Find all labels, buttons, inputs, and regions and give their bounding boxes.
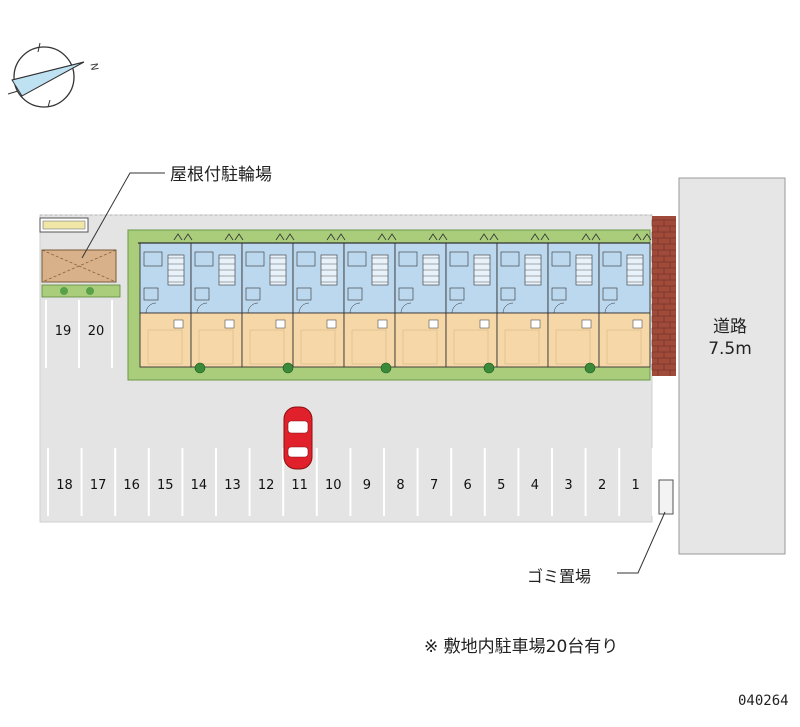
property-code: 040264 bbox=[738, 693, 789, 709]
apartment-building bbox=[127, 229, 652, 381]
road bbox=[678, 177, 786, 555]
tree-icon bbox=[483, 362, 495, 374]
parking-stall-lines bbox=[47, 448, 654, 516]
car-icon bbox=[283, 406, 313, 470]
garbage-box bbox=[658, 479, 674, 515]
parking-slot-number: 5 bbox=[497, 478, 506, 493]
bicycle-shelter bbox=[39, 217, 121, 298]
side-stall-lines bbox=[45, 300, 113, 368]
garbage-area-label: ゴミ置場 bbox=[527, 567, 592, 586]
parking-slot-number: 4 bbox=[530, 478, 540, 493]
tree-icon bbox=[380, 362, 392, 374]
parking-slot-number: 16 bbox=[123, 478, 140, 493]
tree-icon bbox=[584, 362, 596, 374]
garbage-callout-line bbox=[617, 511, 666, 574]
apartment-unit bbox=[598, 233, 652, 368]
parking-slot-number: 7 bbox=[429, 478, 439, 493]
parking-slot-number: 10 bbox=[325, 478, 342, 493]
parking-slot-number: 1 bbox=[631, 478, 640, 493]
parking-slot-number: 18 bbox=[56, 478, 73, 493]
parking-slot-number: 6 bbox=[463, 478, 472, 493]
road-label: 道路 7.5m bbox=[690, 316, 770, 360]
apartment-unit bbox=[547, 233, 601, 368]
bicycle-callout-line bbox=[81, 172, 165, 259]
parking-slot-number: 15 bbox=[157, 478, 174, 493]
apartment-unit bbox=[292, 233, 346, 368]
apartment-unit bbox=[190, 233, 244, 368]
apartment-unit bbox=[496, 233, 550, 368]
tree-icon bbox=[194, 362, 206, 374]
parking-slot-number: 14 bbox=[190, 478, 208, 493]
parking-slot-number: 11 bbox=[291, 478, 308, 493]
parking-slot-number: 19 bbox=[54, 324, 72, 339]
apartment-unit bbox=[394, 233, 448, 368]
parking-slot-number: 9 bbox=[362, 478, 372, 493]
parking-slot-number: 12 bbox=[257, 478, 275, 493]
brick-pattern bbox=[651, 219, 676, 376]
tree-icon bbox=[282, 362, 294, 374]
parking-note: ※ 敷地内駐車場20台有り bbox=[424, 637, 619, 657]
apartment-unit bbox=[139, 233, 193, 368]
parking-slot-number: 3 bbox=[564, 478, 573, 493]
parking-slot-number: 2 bbox=[597, 478, 607, 493]
north-label: N bbox=[87, 62, 99, 71]
road-name: 道路 bbox=[713, 317, 747, 337]
apartment-unit bbox=[343, 233, 397, 368]
apartment-unit bbox=[241, 233, 295, 368]
parking-slot-number: 13 bbox=[224, 478, 241, 493]
road-width: 7.5m bbox=[708, 339, 752, 359]
parking-slot-number: 17 bbox=[89, 478, 107, 493]
bicycle-parking-label: 屋根付駐輪場 bbox=[170, 165, 272, 185]
apartment-unit bbox=[445, 233, 499, 368]
parking-slot-number: 20 bbox=[87, 324, 105, 339]
compass-icon: N bbox=[7, 42, 100, 108]
parking-slot-number: 8 bbox=[396, 478, 405, 493]
